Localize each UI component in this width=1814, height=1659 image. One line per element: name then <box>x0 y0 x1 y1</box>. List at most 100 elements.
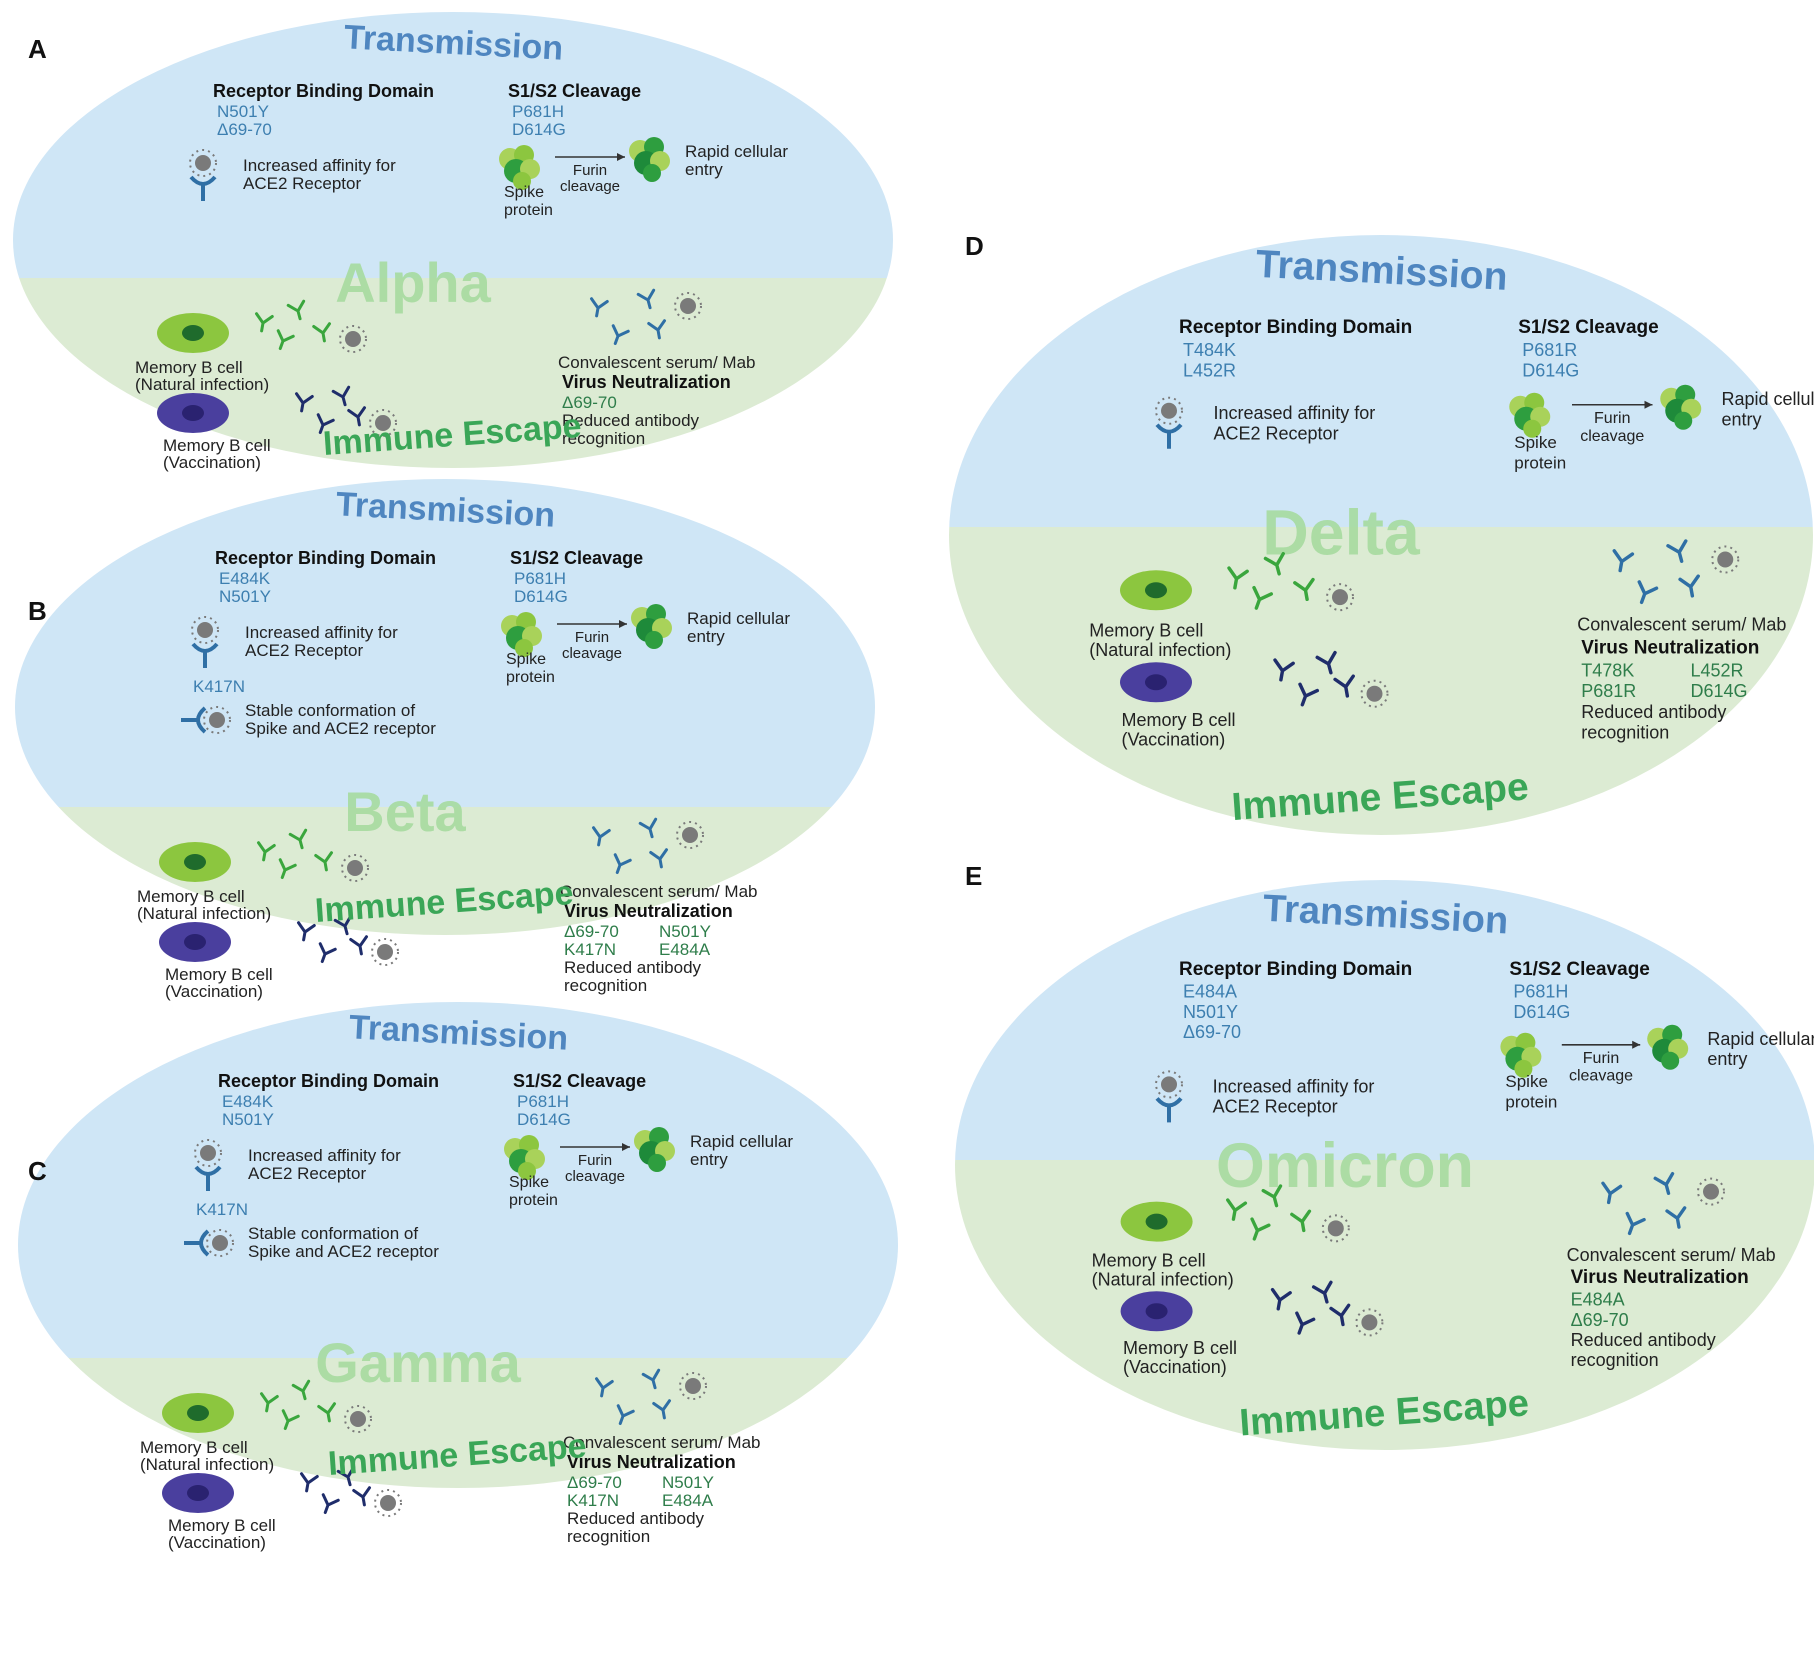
furin-label: Furin <box>578 1152 612 1169</box>
entry-label: entry <box>687 627 725 646</box>
antibody-icon <box>321 1493 340 1515</box>
antibody-icon <box>595 1377 614 1398</box>
antibody-icon <box>278 858 297 880</box>
spike-protein-icon <box>504 1135 545 1180</box>
cleavage-mutation: D614G <box>517 1110 571 1129</box>
antibody-icon <box>317 1402 336 1423</box>
memory-natural-label: (Natural infection) <box>140 1455 274 1474</box>
memory-natural-label: (Natural infection) <box>135 375 269 394</box>
antibody-icon <box>314 851 333 872</box>
memory-b-cell-vaccination-icon <box>157 393 229 433</box>
antibody-icon <box>352 1486 371 1507</box>
neutralization-heading: Virus Neutralization <box>562 372 731 392</box>
antibody-icon <box>1250 1217 1271 1241</box>
virus-icon <box>189 149 217 177</box>
spike-label: protein <box>1505 1092 1557 1111</box>
rbd-heading: Receptor Binding Domain <box>218 1071 439 1091</box>
entry-label: Rapid cellular <box>1707 1029 1814 1049</box>
spike-label: Spike <box>1514 433 1557 452</box>
panel-background <box>13 12 893 468</box>
virus-icon <box>369 409 397 437</box>
antibody-icon <box>1261 1184 1283 1208</box>
antibody-icon <box>1293 577 1315 602</box>
antibody-icon <box>1612 549 1635 573</box>
antibody-icon <box>318 942 337 964</box>
entry-label: Rapid cellular <box>1722 389 1814 409</box>
antibody-icon <box>1273 658 1295 682</box>
spike-label: Spike <box>504 184 544 201</box>
antibody-icon <box>347 406 366 427</box>
cleavage-mutation: P681R <box>1522 340 1577 360</box>
antibody-icon <box>1601 1181 1623 1205</box>
memory-vaccine-label: (Vaccination) <box>165 982 263 1001</box>
cleavage-mutation: P681H <box>1513 982 1568 1002</box>
panel-letter: B <box>28 596 47 626</box>
neutralization-mutation: E484A <box>1571 1290 1625 1310</box>
serum-label: Convalescent serum/ Mab <box>1567 1245 1776 1265</box>
virus-icon <box>676 821 704 849</box>
panel-letter: C <box>28 1156 47 1186</box>
antibody-icon <box>636 288 656 310</box>
virus-icon <box>1360 679 1389 708</box>
neutralization-mutation: T478K <box>1581 661 1634 681</box>
spike-ace2-complex-icon <box>184 1229 234 1257</box>
antibody-icon <box>333 914 353 936</box>
memory-vaccine-label: (Vaccination) <box>168 1533 266 1552</box>
spike-label: Spike <box>506 651 546 668</box>
memory-b-cell-natural-icon <box>159 842 231 882</box>
furin-label: Furin <box>1594 410 1630 427</box>
memory-vaccine-label: Memory B cell <box>1122 710 1236 730</box>
entry-label: entry <box>690 1150 728 1169</box>
reduced-text: Reduced antibody <box>1581 702 1726 722</box>
stable-text: Stable conformation of <box>248 1224 418 1243</box>
virus-icon <box>344 1405 372 1433</box>
antibody-icon <box>276 329 295 351</box>
neutralization-mutation: K417N <box>564 940 616 959</box>
memory-natural-label: (Natural infection) <box>1092 1269 1234 1289</box>
ace2-receptor-icon <box>189 149 217 201</box>
virus-icon <box>374 1489 402 1517</box>
virus-icon <box>1155 1070 1183 1099</box>
cleavage-mutation: D614G <box>512 120 566 139</box>
variant-name-omicron: Omicron <box>1216 1131 1474 1201</box>
memory-vaccine-label: Memory B cell <box>1123 1338 1237 1358</box>
antibody-icon <box>1298 682 1320 707</box>
cleaved-spike-icon <box>634 1127 675 1172</box>
memory-natural-label: Memory B cell <box>140 1438 248 1457</box>
antibody-icon <box>616 1404 635 1426</box>
entry-label: entry <box>685 160 723 179</box>
reduced-text: Reduced antibody <box>562 411 700 430</box>
reduced-text: Reduced antibody <box>567 1509 705 1528</box>
virus-icon <box>679 1372 707 1400</box>
rbd-mutation: N501Y <box>222 1110 274 1129</box>
reduced-text: recognition <box>564 976 647 995</box>
antibody-icon <box>349 935 368 956</box>
furin-label: cleavage <box>565 1168 625 1185</box>
antibody-icon <box>1226 1198 1248 1221</box>
antibody-icon <box>1270 1287 1292 1311</box>
furin-cleavage-arrow <box>557 620 627 628</box>
neutralization-mutation: Δ69-70 <box>1571 1310 1629 1330</box>
ace2-receptor-icon <box>1155 396 1183 449</box>
stable-text: Stable conformation of <box>245 701 415 720</box>
affinity-text: Increased affinity for <box>1213 1076 1375 1096</box>
furin-label: cleavage <box>1569 1068 1633 1085</box>
neutralization-heading: Virus Neutralization <box>1571 1267 1749 1288</box>
memory-b-cell-natural-icon <box>157 313 229 353</box>
affinity-text: ACE2 Receptor <box>1213 1097 1338 1117</box>
antibody-icon <box>312 322 331 343</box>
antibody-icon <box>1315 650 1337 675</box>
reduced-text: recognition <box>567 1527 650 1546</box>
cleavage-heading: S1/S2 Cleavage <box>1518 317 1658 338</box>
antibody-icon <box>1637 580 1659 605</box>
virus-icon <box>371 938 399 966</box>
affinity-text: Increased affinity for <box>245 623 398 642</box>
furin-label: Furin <box>573 162 607 179</box>
spike-label: Spike <box>509 1174 549 1191</box>
furin-label: cleavage <box>1580 428 1644 445</box>
reduced-text: recognition <box>1571 1350 1659 1370</box>
ace2-receptor-icon <box>194 1139 222 1191</box>
furin-label: cleavage <box>560 178 620 195</box>
